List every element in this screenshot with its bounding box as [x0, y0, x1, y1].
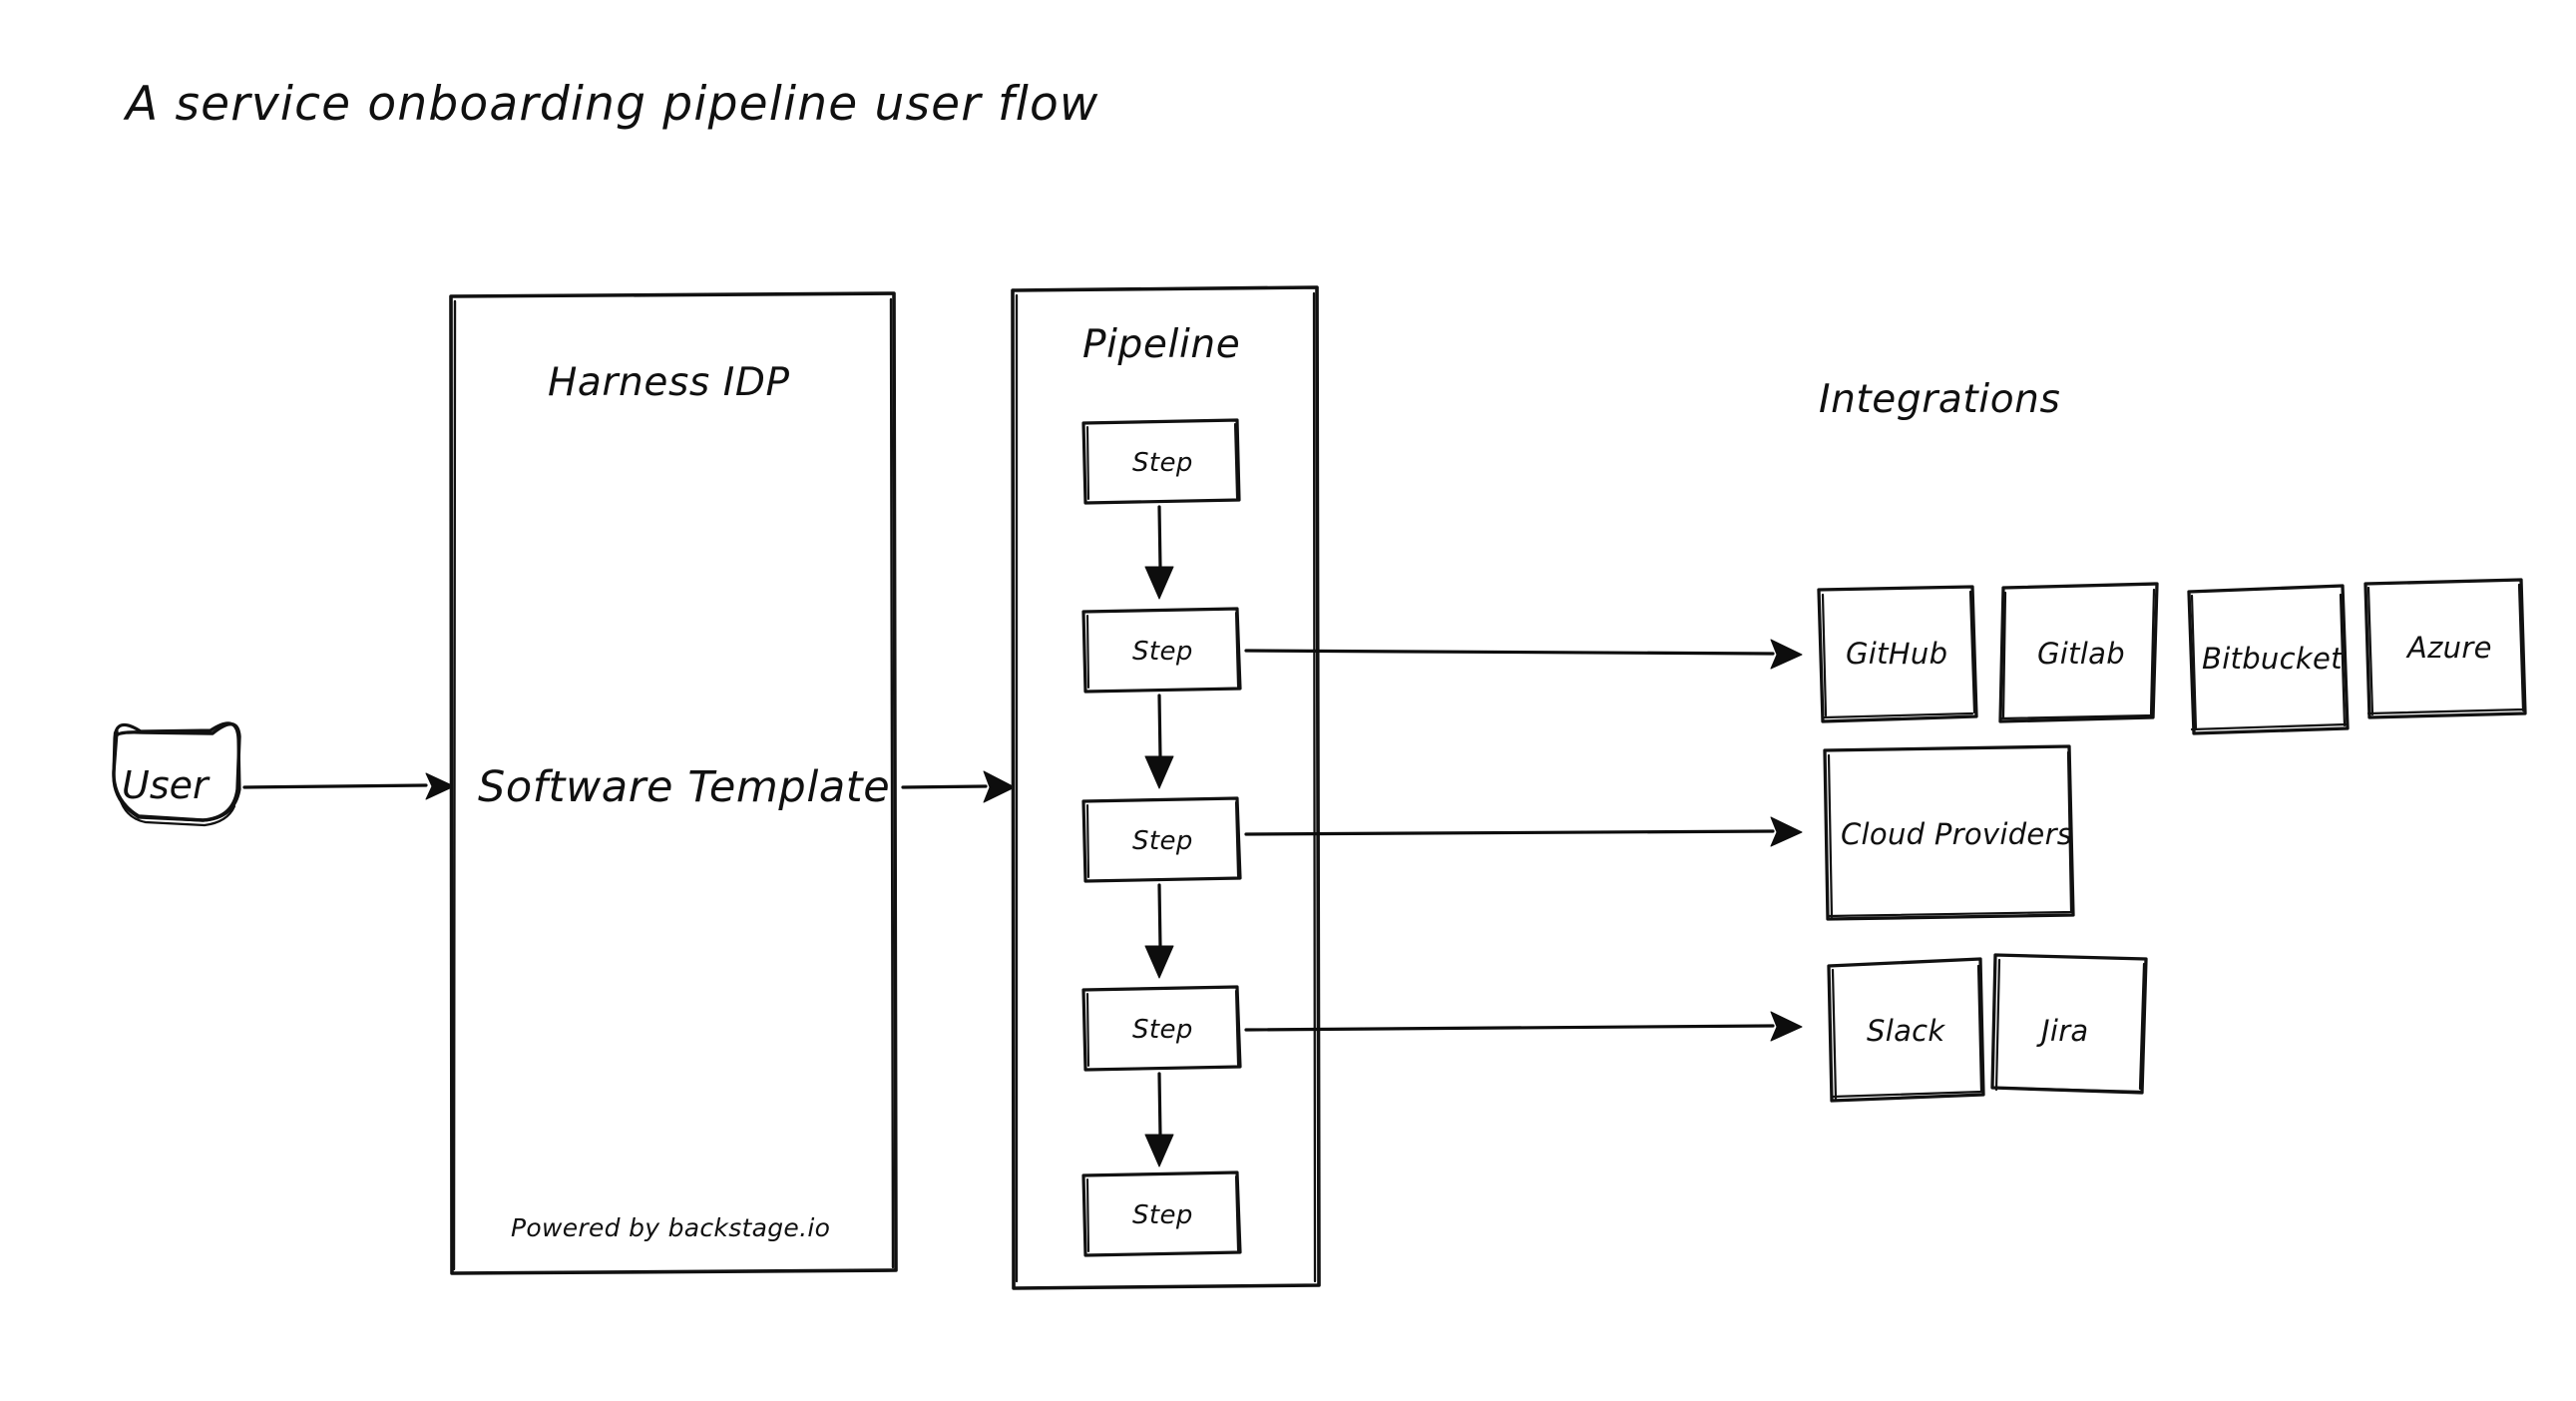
node-step-3[interactable]: Step: [1081, 796, 1242, 883]
node-integration-github-label: GitHub: [1846, 637, 1947, 671]
container-harness-idp-footer: Powered by backstage.io: [511, 1213, 830, 1242]
edge-step4-to-step5: [1144, 1072, 1174, 1168]
node-integration-jira[interactable]: Jira: [1990, 953, 2148, 1095]
node-step-3-label: Step: [1132, 826, 1193, 856]
node-step-5-label: Step: [1132, 1200, 1193, 1230]
node-step-4[interactable]: Step: [1081, 985, 1242, 1072]
node-integration-azure[interactable]: Azure: [2363, 578, 2527, 719]
edge-step3-to-cloud: [1244, 816, 1803, 847]
integrations-heading: Integrations: [1819, 377, 2060, 422]
node-integration-github[interactable]: GitHub: [1817, 585, 1978, 723]
node-step-4-label: Step: [1132, 1015, 1193, 1045]
node-step-1[interactable]: Step: [1081, 418, 1241, 505]
node-step-2-label: Step: [1132, 637, 1193, 667]
node-user-label: User: [122, 763, 211, 807]
node-integration-gitlab[interactable]: Gitlab: [1998, 582, 2159, 723]
edge-step1-to-step2: [1144, 505, 1174, 600]
node-integration-gitlab-label: Gitlab: [2037, 637, 2125, 671]
edge-idp-to-pipeline: [901, 770, 1016, 803]
node-integration-cloud-providers-label: Cloud Providers: [1841, 817, 2072, 851]
node-integration-slack-label: Slack: [1867, 1014, 1945, 1048]
edge-step4-to-collab: [1244, 1011, 1803, 1042]
container-harness-idp-title: Harness IDP: [548, 360, 790, 405]
edge-step2-to-step3: [1144, 694, 1174, 789]
node-step-5[interactable]: Step: [1081, 1170, 1242, 1257]
edge-step3-to-step4: [1144, 883, 1174, 979]
container-harness-idp: Harness IDP Software Template Powered by…: [449, 291, 898, 1275]
node-integration-bitbucket-label: Bitbucket: [2202, 642, 2344, 676]
node-user[interactable]: User: [112, 721, 241, 827]
node-integration-cloud-providers[interactable]: Cloud Providers: [1823, 744, 2075, 921]
edge-step2-to-scm: [1244, 639, 1803, 670]
node-step-1-label: Step: [1132, 448, 1193, 478]
edge-user-to-idp: [242, 772, 455, 800]
page-title: A service onboarding pipeline user flow: [123, 77, 1099, 132]
node-integration-jira-label: Jira: [2036, 1014, 2089, 1048]
node-integration-azure-label: Azure: [2405, 631, 2492, 665]
node-integration-bitbucket[interactable]: Bitbucket: [2187, 584, 2350, 735]
container-harness-idp-body-label: Software Template: [478, 762, 890, 812]
node-integration-slack[interactable]: Slack: [1827, 957, 1985, 1103]
node-step-2[interactable]: Step: [1081, 607, 1242, 694]
container-pipeline-title: Pipeline: [1082, 322, 1240, 367]
